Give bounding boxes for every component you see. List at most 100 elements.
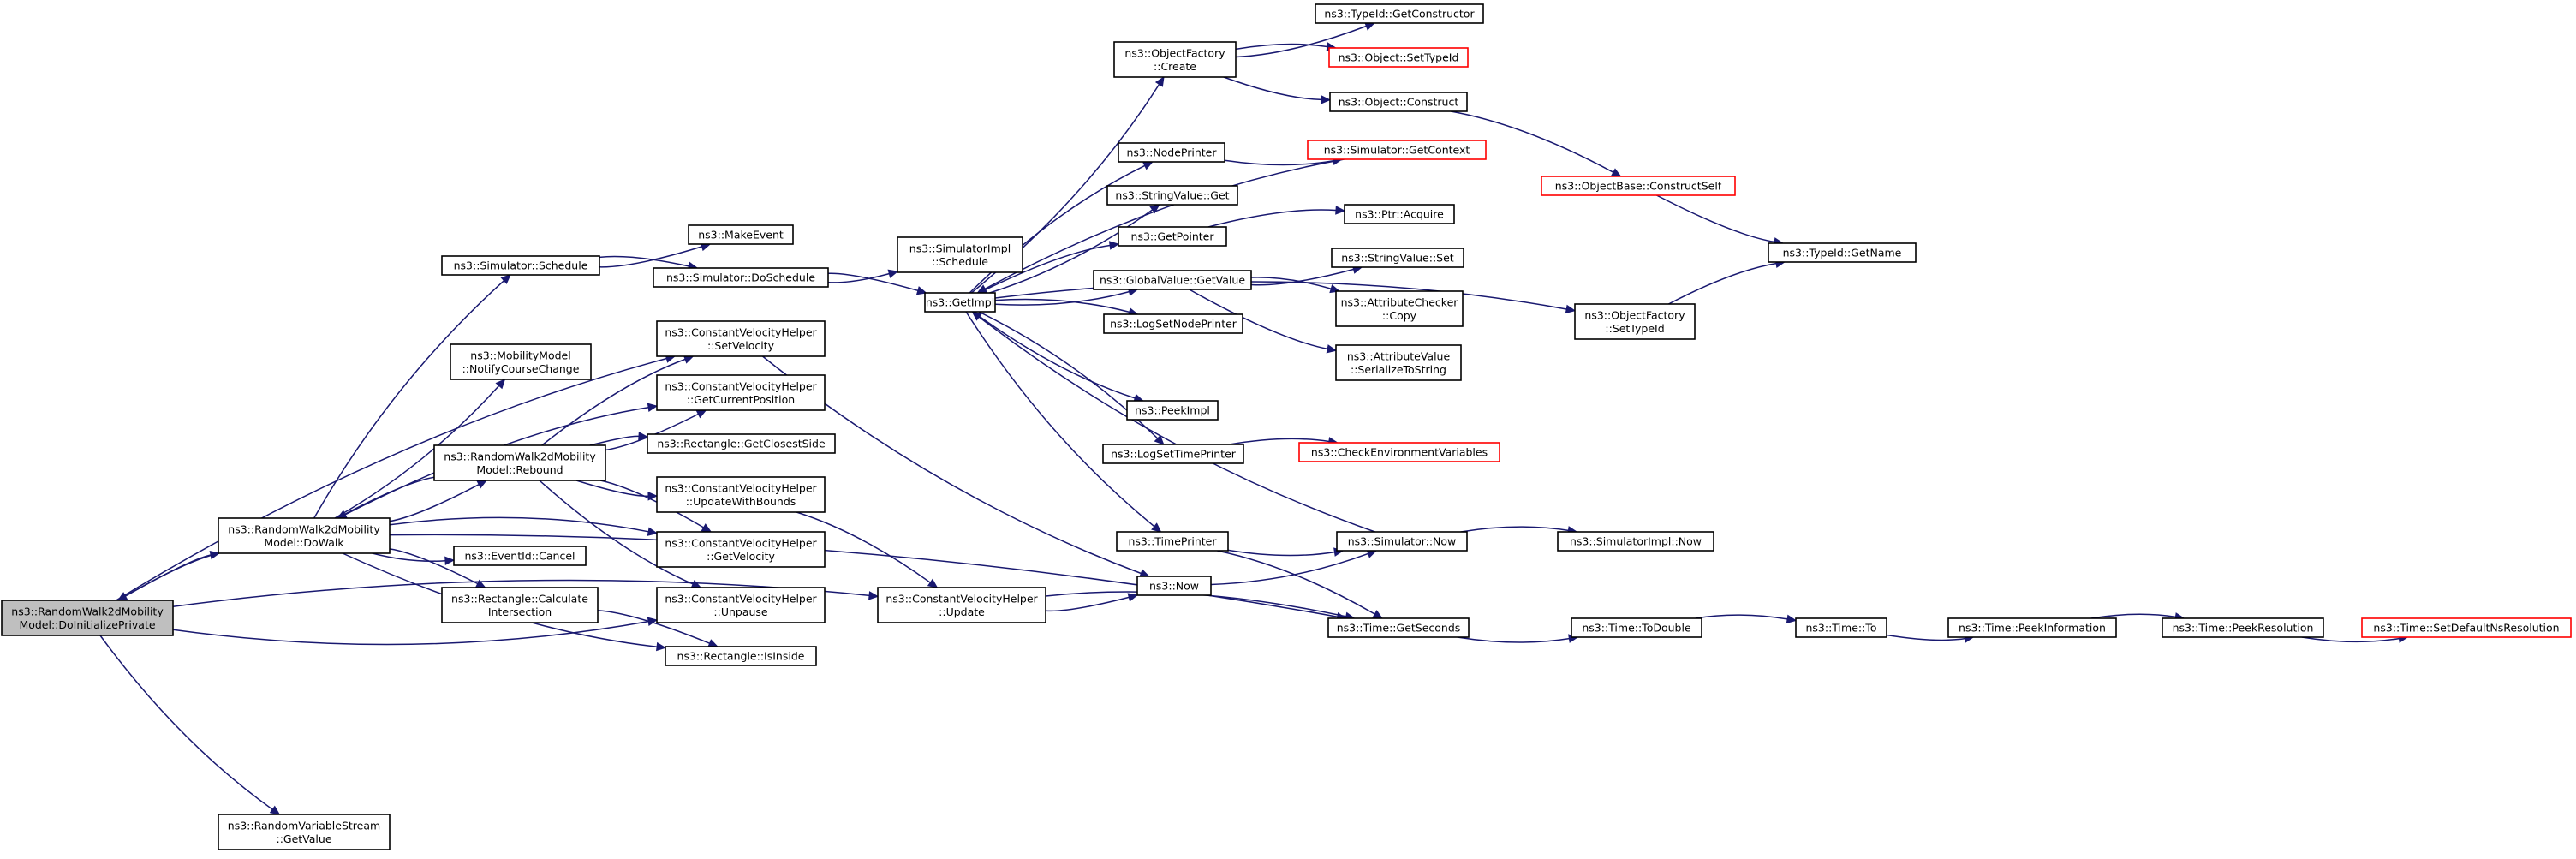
node-eventid-cancel[interactable]: ns3::EventId::Cancel — [453, 546, 587, 566]
node-attrchecker-copy[interactable]: ns3::AttributeChecker::Copy — [1335, 290, 1464, 327]
node-makeevent[interactable]: ns3::MakeEvent — [688, 224, 794, 245]
node-time-peekinfo[interactable]: ns3::Time::PeekInformation — [1947, 617, 2117, 638]
edge-rebound-to-cvh-updbounds — [575, 480, 659, 501]
edge-arrowhead — [1151, 522, 1162, 533]
node-stringvalue-set[interactable]: ns3::StringValue::Set — [1331, 248, 1464, 268]
edge-arrowhead — [887, 269, 899, 278]
node-box — [656, 320, 826, 357]
edge-line — [344, 476, 435, 515]
node-cvh-getvelocity[interactable]: ns3::ConstantVelocityHelper::GetVelocity — [656, 531, 826, 568]
node-box — [1126, 400, 1219, 421]
edge-arrowhead — [1142, 161, 1154, 170]
node-label-line: ns3::StringValue::Set — [1341, 252, 1453, 265]
node-label-line: ns3::SimulatorImpl::Now — [1570, 535, 1702, 548]
edge-gv-getvalue-to-attrvalue-ser — [1189, 289, 1338, 354]
edge-line — [1886, 634, 1965, 641]
node-timeprinter[interactable]: ns3::TimePrinter — [1116, 531, 1229, 552]
node-box — [1328, 47, 1469, 68]
edge-arrowhead — [695, 409, 707, 419]
edge-arrowhead — [656, 641, 667, 652]
node-nodeprinter[interactable]: ns3::NodePrinter — [1118, 142, 1225, 163]
node-box — [1541, 176, 1736, 196]
edge-line — [796, 511, 931, 583]
node-root[interactable]: ns3::RandomWalk2dMobilityModel::DoInitia… — [1, 600, 174, 636]
edge-line — [1045, 596, 1130, 612]
node-checkenv[interactable]: ns3::CheckEnvironmentVariables — [1298, 442, 1500, 462]
node-box — [1093, 270, 1252, 290]
node-ptr-acquire[interactable]: ns3::Ptr::Acquire — [1344, 204, 1455, 224]
node-rect-closest[interactable]: ns3::Rectangle::GetClosestSide — [647, 433, 836, 454]
node-rect-isinside[interactable]: ns3::Rectangle::IsInside — [665, 646, 817, 666]
node-getpointer[interactable]: ns3::GetPointer — [1118, 226, 1227, 247]
edge-line — [994, 298, 1130, 313]
edge-line — [1656, 194, 1775, 243]
node-object-construct[interactable]: ns3::Object::Construct — [1329, 92, 1468, 112]
node-of-settypeid[interactable]: ns3::ObjectFactory::SetTypeId — [1574, 303, 1696, 340]
edge-line — [1208, 209, 1337, 228]
node-box — [1335, 290, 1464, 327]
node-objectbase-constructself[interactable]: ns3::ObjectBase::ConstructSelf — [1541, 176, 1736, 196]
node-typeid-getname[interactable]: ns3::TypeId::GetName — [1768, 242, 1917, 263]
node-label-line: ns3::Time::GetSeconds — [1337, 622, 1461, 635]
node-time-getseconds[interactable]: ns3::Time::GetSeconds — [1327, 617, 1470, 638]
node-box — [656, 531, 826, 568]
node-logsetnodeprinter[interactable]: ns3::LogSetNodePrinter — [1103, 313, 1243, 334]
node-object-settypeid[interactable]: ns3::Object::SetTypeId — [1328, 47, 1469, 68]
node-sim-now[interactable]: ns3::Simulator::Now — [1336, 531, 1468, 552]
node-cvh-updbounds[interactable]: ns3::ConstantVelocityHelper::UpdateWithB… — [656, 476, 826, 513]
node-label-line: Model::DoWalk — [264, 536, 344, 549]
node-box — [1298, 442, 1500, 462]
node-of-create[interactable]: ns3::ObjectFactory::Create — [1113, 41, 1237, 78]
node-time-to[interactable]: ns3::Time::To — [1795, 617, 1887, 638]
node-box — [1335, 344, 1462, 381]
node-box — [218, 814, 391, 850]
node-time-todouble[interactable]: ns3::Time::ToDouble — [1571, 617, 1702, 638]
node-box — [1344, 204, 1455, 224]
node-label-line: ns3::Time::PeekInformation — [1959, 622, 2106, 635]
node-getimpl[interactable]: ns3::GetImpl — [924, 292, 996, 313]
node-time-setdefault[interactable]: ns3::Time::SetDefaultNsResolution — [2361, 617, 2572, 638]
node-simimpl-schedule[interactable]: ns3::SimulatorImpl::Schedule — [897, 236, 1023, 273]
node-time-peekres[interactable]: ns3::Time::PeekResolution — [2162, 617, 2324, 638]
node-sim-schedule[interactable]: ns3::Simulator::Schedule — [441, 255, 600, 276]
node-box — [1315, 3, 1484, 24]
node-mm-notify[interactable]: ns3::MobilityModel::NotifyCourseChange — [450, 343, 592, 380]
node-logsettimeprinter[interactable]: ns3::LogSetTimePrinter — [1102, 444, 1244, 464]
node-cvh-unpause[interactable]: ns3::ConstantVelocityHelper::Unpause — [656, 587, 826, 623]
node-attrvalue-ser[interactable]: ns3::AttributeValue::SerializeToString — [1335, 344, 1462, 381]
node-sim-doschedule[interactable]: ns3::Simulator::DoSchedule — [653, 267, 829, 288]
edge-line — [984, 158, 1345, 289]
edge-arrowhead — [1321, 95, 1332, 104]
edge-line — [972, 311, 1136, 399]
node-box — [656, 374, 826, 411]
node-simimpl-now[interactable]: ns3::SimulatorImpl::Now — [1557, 531, 1714, 552]
edge-arrowhead — [1108, 241, 1120, 250]
node-stringvalue-get[interactable]: ns3::StringValue::Get — [1106, 185, 1238, 206]
edge-getimpl-to-getpointer — [978, 241, 1120, 294]
node-label-line: ns3::Now — [1149, 580, 1199, 593]
node-label-line: ns3::Time::To — [1806, 622, 1877, 635]
node-gv-getvalue[interactable]: ns3::GlobalValue::GetValue — [1093, 270, 1252, 290]
node-sim-getcontext[interactable]: ns3::Simulator::GetContext — [1307, 140, 1487, 160]
edge-line — [597, 609, 710, 644]
node-peekimpl[interactable]: ns3::PeekImpl — [1126, 400, 1219, 421]
node-box — [441, 587, 599, 623]
node-label-line: ns3::MakeEvent — [698, 229, 784, 242]
node-now[interactable]: ns3::Now — [1136, 576, 1212, 596]
node-cvh-update[interactable]: ns3::ConstantVelocityHelper::Update — [877, 587, 1046, 623]
node-label-line: ::GetCurrentPosition — [687, 393, 795, 406]
node-label-line: ::Create — [1154, 60, 1196, 73]
edge-dowalk-to-eventid-cancel — [372, 552, 456, 566]
node-rvs-getvalue[interactable]: ns3::RandomVariableStream::GetValue — [218, 814, 391, 850]
node-box — [1574, 303, 1696, 340]
edge-line — [1210, 552, 1368, 586]
node-label-line: Model::Rebound — [476, 463, 563, 476]
edge-line — [1229, 438, 1330, 445]
node-cvh-setvelocity[interactable]: ns3::ConstantVelocityHelper::SetVelocity — [656, 320, 826, 357]
node-cvh-getcurpos[interactable]: ns3::ConstantVelocityHelper::GetCurrentP… — [656, 374, 826, 411]
node-typeid-getctor[interactable]: ns3::TypeId::GetConstructor — [1315, 3, 1484, 24]
